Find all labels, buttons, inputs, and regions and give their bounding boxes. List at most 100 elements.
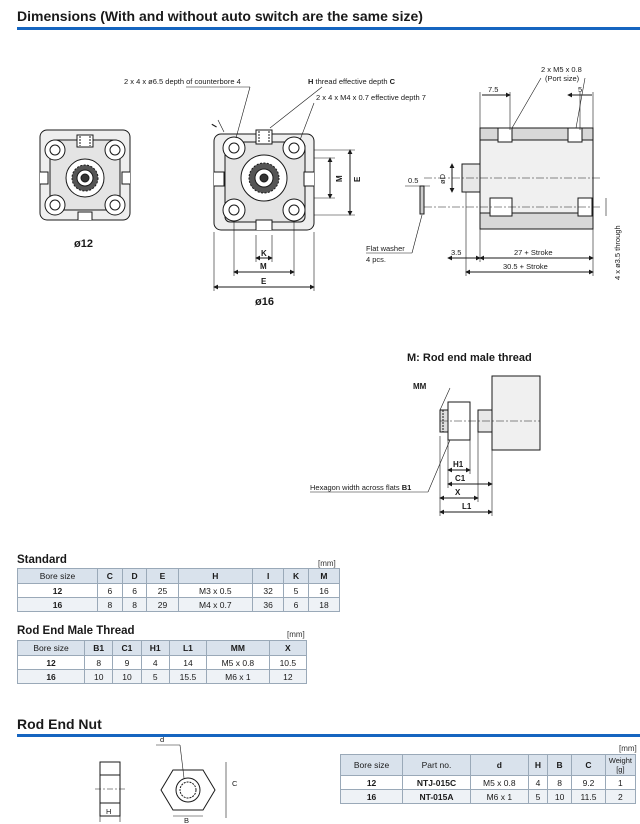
flat-washer-pcs: 4 pcs. (366, 255, 386, 264)
dim-m-vertical: M (335, 175, 344, 182)
table-cell: NTJ-015C (402, 775, 471, 790)
table-cell: M4 x 0.7 (177, 597, 254, 612)
table-cell: 8 (121, 597, 148, 612)
nut-table-unit: [mm] (619, 744, 637, 753)
table-cell: 5 (527, 789, 549, 804)
rod-end-male-thread-title: M: Rod end male thread (407, 352, 532, 364)
nut-label-c: C (232, 779, 238, 788)
table-cell: M6 x 1 (206, 669, 270, 684)
table-header: B1 (84, 640, 114, 656)
table-row: 16 10 10 5 15.5 M6 x 1 12 (16, 669, 308, 684)
table-cell: 12 (339, 775, 404, 790)
dim-5: 5 (578, 85, 582, 94)
dim-i: I (210, 123, 219, 129)
table-cell: M6 x 1 (469, 789, 529, 804)
table-cell: 16 (307, 583, 341, 598)
table-cell: 10 (547, 789, 573, 804)
table-header: D (121, 568, 148, 584)
table-cell: 16 (17, 597, 98, 612)
table-header: C (96, 568, 123, 584)
table-row: 16 8 8 29 M4 x 0.7 36 6 18 (17, 597, 341, 612)
table-header: C (571, 754, 606, 776)
hexagon-note: Hexagon width across flats B1 (310, 483, 411, 492)
table-header: L1 (168, 640, 208, 656)
table-header-row: Bore size Part no. d H B C Weight [g] (339, 754, 637, 776)
table-cell: 18 (307, 597, 341, 612)
table-header: Bore size (339, 754, 404, 776)
title-rule (17, 27, 640, 30)
table-cell: 8 (84, 655, 114, 670)
table-header: I (252, 568, 285, 584)
table-cell: 10 (112, 669, 142, 684)
dim-e-vertical: E (353, 176, 362, 182)
table-cell: 16 (16, 669, 86, 684)
table-row: 16 NT-015A M6 x 1 5 10 11.5 2 (339, 789, 637, 804)
dim-l1: L1 (462, 502, 472, 511)
page-title: Dimensions (With and without auto switch… (17, 8, 423, 24)
table-header: E (146, 568, 179, 584)
table-cell: 4 (527, 775, 549, 790)
rod-end-nut-view (95, 744, 227, 822)
standard-table: Bore size C D E H I K M 12 6 6 25 M3 x 0… (17, 568, 341, 612)
through-hole-note: 4 x ø3.5 through (613, 225, 622, 280)
table-header: C1 (112, 640, 142, 656)
table-header: Bore size (16, 640, 86, 656)
table-cell: 36 (252, 597, 285, 612)
dim-h1: H1 (453, 460, 464, 469)
port-size-note: (Port size) (545, 74, 580, 83)
mm-label: MM (413, 382, 427, 391)
rod-end-male-thread-view (310, 375, 541, 516)
dim-od: øD (438, 173, 447, 184)
table-row: 12 8 9 4 14 M5 x 0.8 10.5 (16, 655, 308, 670)
table-cell: M3 x 0.5 (177, 583, 254, 598)
dim-x: X (455, 488, 461, 497)
table-cell: 4 (140, 655, 170, 670)
side-view (366, 77, 607, 276)
table-cell: 2 (604, 789, 637, 804)
nut-label-h: H (106, 807, 111, 816)
rod-thread-table-unit: [mm] (287, 630, 305, 639)
port-note: 2 x M5 x 0.8 (541, 65, 582, 74)
table-header: Part no. (402, 754, 471, 776)
rod-thread-table: Bore size B1 C1 H1 L1 MM X 12 8 9 4 14 M… (16, 640, 308, 684)
table-cell: 12 (17, 583, 98, 598)
table-header: H1 (140, 640, 170, 656)
dim-27-stroke: 27 + Stroke (514, 248, 553, 257)
section-rule (17, 734, 640, 737)
flat-washer-note: Flat washer (366, 244, 405, 253)
table-cell: M5 x 0.8 (206, 655, 270, 670)
table-cell: 8 (547, 775, 573, 790)
table-header: K (283, 568, 309, 584)
rod-end-nut-title: Rod End Nut (17, 716, 102, 732)
h-thread-note: H thread effective depth C (308, 77, 396, 86)
table-cell: 5 (140, 669, 170, 684)
table-header: H (527, 754, 549, 776)
table-cell: 11.5 (571, 789, 606, 804)
table-cell: 10.5 (268, 655, 308, 670)
table-cell: 8 (96, 597, 123, 612)
dim-7-5: 7.5 (488, 85, 498, 94)
table-cell: 29 (146, 597, 179, 612)
table-cell: 32 (252, 583, 285, 598)
table-cell: 15.5 (168, 669, 208, 684)
table-header: Bore size (17, 568, 98, 584)
table-cell: 1 (604, 775, 637, 790)
caption-bore-12: ø12 (74, 238, 93, 250)
rod-thread-table-title: Rod End Male Thread (17, 625, 135, 637)
dim-k: K (261, 249, 267, 258)
table-cell: 9.2 (571, 775, 606, 790)
m4-thread-note: 2 x 4 x M4 x 0.7 effective depth 7 (316, 93, 426, 102)
table-cell: M5 x 0.8 (469, 775, 529, 790)
table-header: Weight [g] (604, 754, 637, 776)
dim-e: E (261, 277, 267, 286)
table-cell: 5 (283, 583, 309, 598)
dim-0-5: 0.5 (408, 176, 418, 185)
dim-3-5: 3.5 (451, 248, 461, 257)
table-header: H (177, 568, 254, 584)
table-cell: 10 (84, 669, 114, 684)
table-cell: 14 (168, 655, 208, 670)
nut-label-d: d (160, 735, 164, 744)
bore16-front-view (186, 86, 355, 291)
table-cell: 6 (121, 583, 148, 598)
counterbore-note: 2 x 4 x ø6.5 depth of counterbore 4 (124, 77, 241, 86)
